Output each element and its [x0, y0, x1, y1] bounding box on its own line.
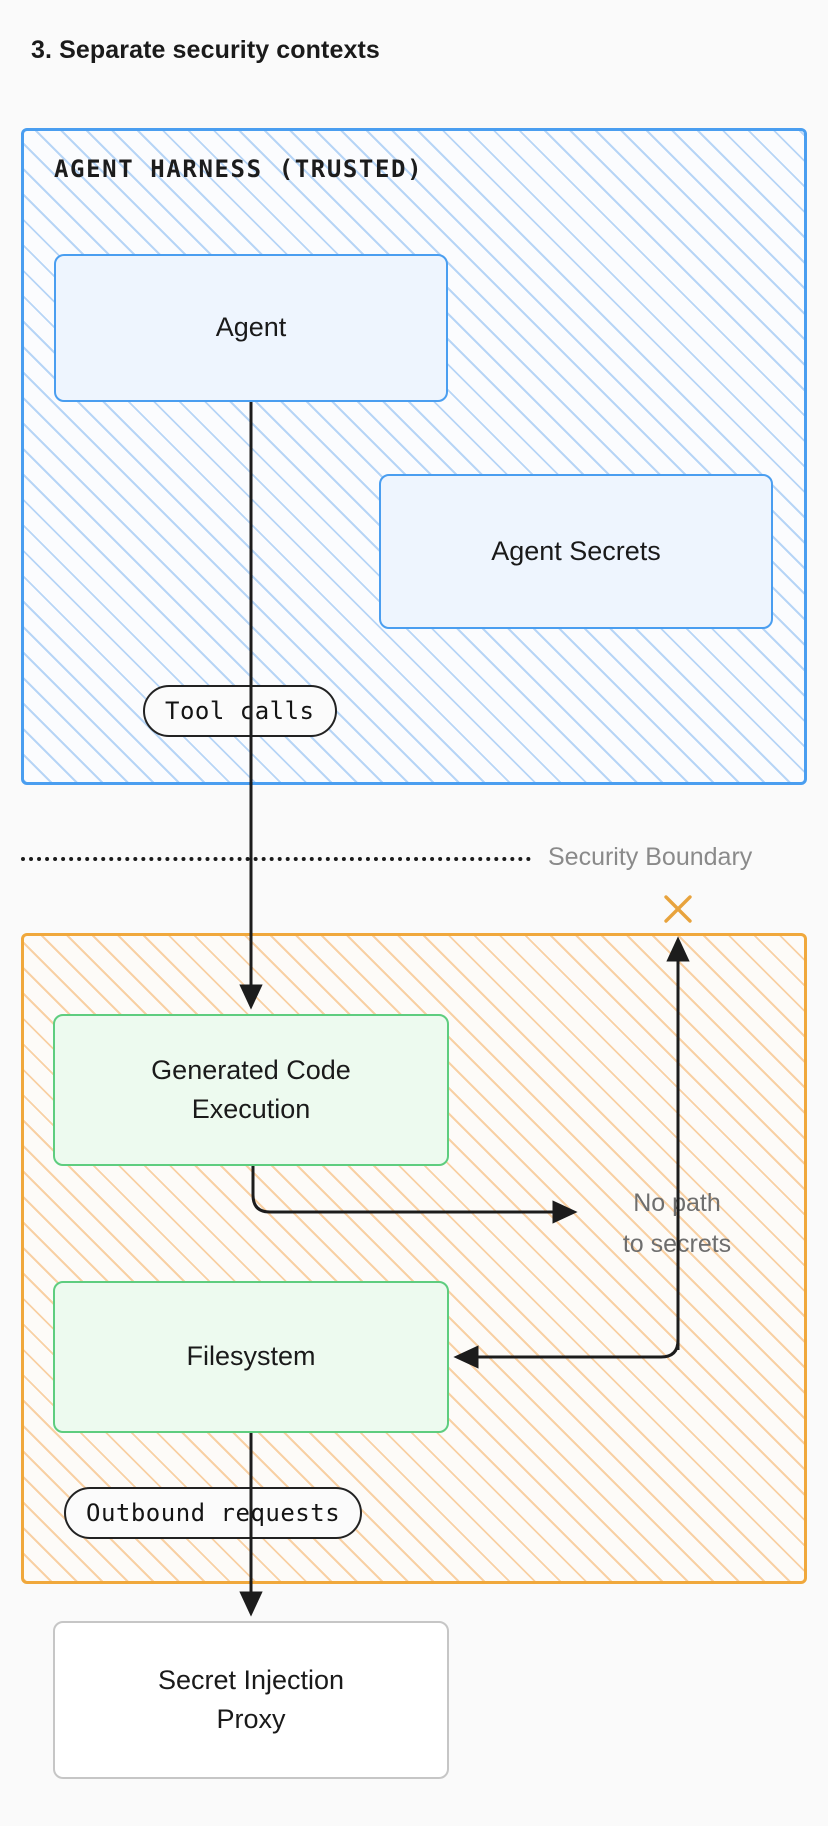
page-title: 3. Separate security contexts — [31, 36, 380, 64]
node-agent-secrets[interactable]: Agent Secrets — [379, 474, 773, 629]
proxy-line-2: Proxy — [216, 1704, 286, 1734]
proxy-line-1: Secret Injection — [157, 1664, 345, 1695]
trusted-zone-container: AGENT HARNESS (TRUSTED) — [21, 128, 807, 785]
edge-label-tool-calls: Tool calls — [143, 685, 337, 737]
security-boundary-divider — [21, 857, 531, 861]
code-exec-line-2: Execution — [191, 1094, 311, 1124]
node-secret-injection-proxy-label: Secret Injection Proxy — [158, 1661, 344, 1739]
no-path-line-1: No path — [633, 1189, 721, 1217]
edge-label-outbound-requests-text: Outbound requests — [86, 1499, 341, 1527]
node-agent-label: Agent — [215, 312, 287, 343]
node-filesystem[interactable]: Filesystem — [53, 1281, 449, 1433]
node-agent-secrets-label: Agent Secrets — [491, 535, 661, 566]
code-exec-line-1: Generated Code — [151, 1054, 351, 1085]
node-generated-code-execution[interactable]: Generated Code Execution — [53, 1014, 449, 1166]
edge-label-outbound-requests: Outbound requests — [64, 1487, 363, 1539]
node-agent[interactable]: Agent — [54, 254, 448, 402]
x-mark-icon — [664, 895, 692, 923]
node-generated-code-execution-label: Generated Code Execution — [151, 1051, 351, 1129]
node-secret-injection-proxy[interactable]: Secret Injection Proxy — [53, 1621, 449, 1779]
no-path-line-2: to secrets — [622, 1230, 732, 1259]
edge-label-tool-calls-text: Tool calls — [165, 697, 315, 725]
node-filesystem-label: Filesystem — [186, 1341, 316, 1372]
no-path-to-secrets-annotation: No path to secrets — [597, 1183, 757, 1266]
security-boundary-label: Security Boundary — [548, 843, 753, 871]
trusted-zone-label: AGENT HARNESS (TRUSTED) — [54, 155, 424, 183]
